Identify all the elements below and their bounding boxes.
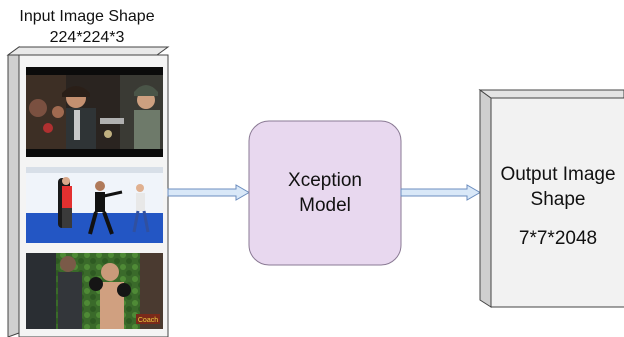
output-title-line2: Shape: [530, 189, 586, 210]
model-name-line1: Xception: [288, 170, 362, 191]
movie-scene-frame: [26, 67, 163, 157]
model-name-line2: Model: [299, 195, 351, 216]
output-shape-dims: 7*7*2048: [518, 228, 598, 249]
sparring-outdoor-frame: Coach: [26, 253, 163, 329]
input-image-stack: Coach: [6, 46, 170, 337]
input-shape-dims: 224*224*3: [49, 29, 125, 46]
xception-model-label: Xception Model: [249, 168, 401, 218]
input-shape-title: Input Image Shape: [19, 8, 155, 25]
frame-watermark: Coach: [138, 317, 158, 324]
output-shape-box: [478, 89, 624, 308]
output-box-front: [490, 97, 624, 308]
output-shape-label: Output Image Shape: [492, 162, 624, 212]
input-box-side: [7, 46, 20, 337]
input-shape-label: Input Image Shape 224*224*3: [0, 6, 174, 48]
output-box-top: [478, 89, 624, 99]
arrow-input-to-model: [167, 184, 251, 201]
input-box-top: [6, 46, 170, 56]
output-box-side: [479, 89, 492, 308]
output-title-line1: Output Image: [500, 164, 616, 185]
arrow-model-to-output: [400, 184, 482, 201]
boxing-gym-frame: [26, 167, 163, 243]
